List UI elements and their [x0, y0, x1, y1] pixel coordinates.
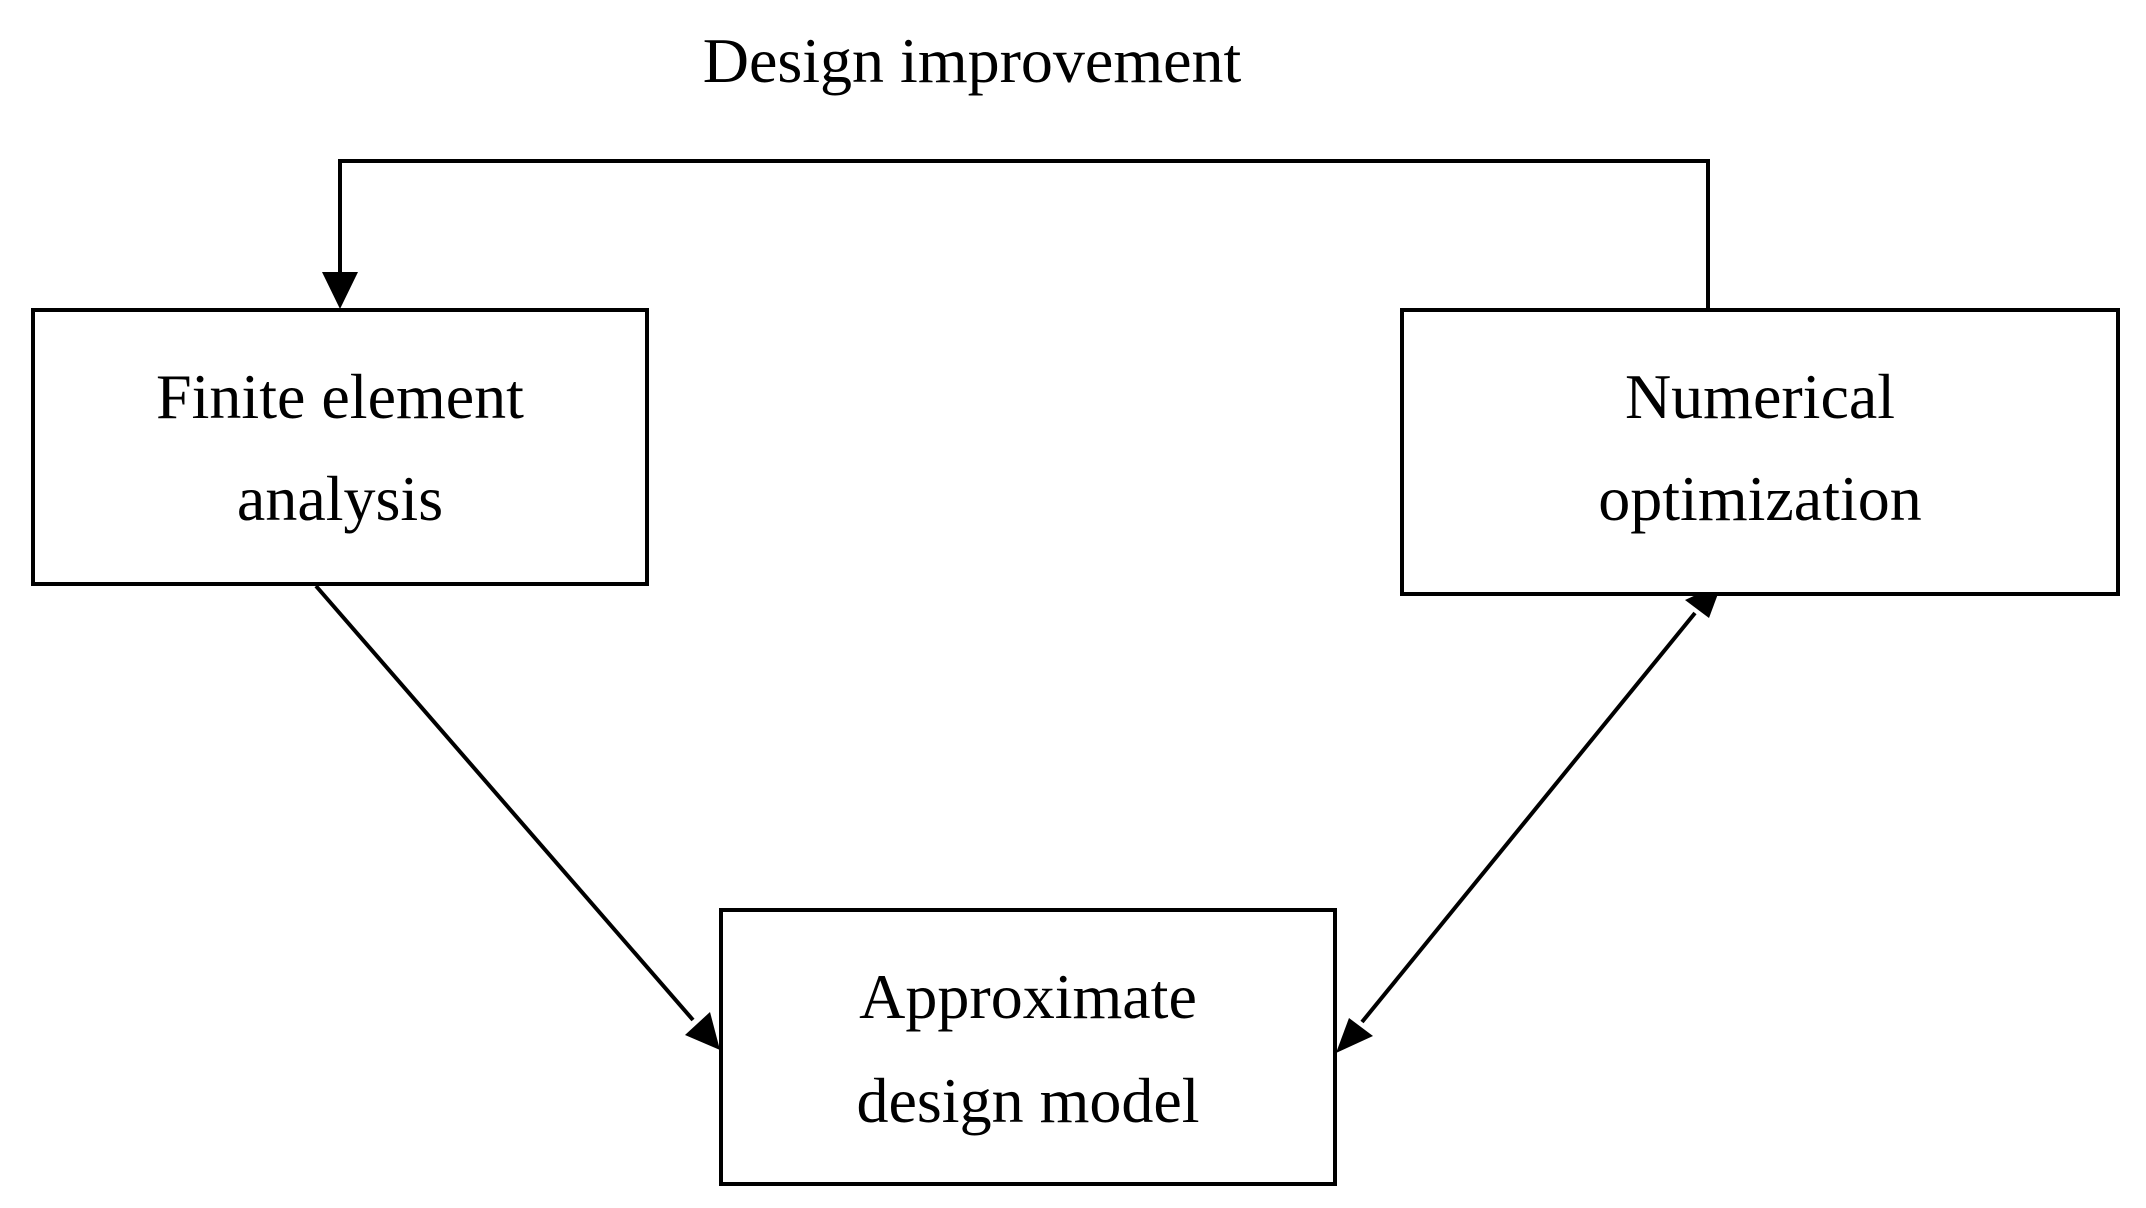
optimization-label-line2: optimization	[1598, 463, 1922, 534]
model-optimization-connector	[1360, 611, 1697, 1024]
design-improvement-connector	[338, 159, 1710, 308]
node-finite-element-analysis: Finite element analysis	[31, 308, 649, 586]
fea-to-model-connector	[314, 584, 695, 1022]
fea-label-line1: Finite element	[156, 361, 524, 432]
node-numerical-optimization: Numerical optimization	[1400, 308, 2120, 596]
approx-model-label-line2: design model	[856, 1065, 1199, 1136]
model-side-arrowhead	[1336, 1018, 1373, 1053]
optimization-label-line1: Numerical	[1625, 361, 1895, 432]
approx-model-label-line1: Approximate	[859, 961, 1197, 1032]
fea-box	[31, 308, 649, 586]
model-incoming-arrowhead	[685, 1012, 720, 1050]
optimization-box	[1400, 308, 2120, 596]
node-approximate-design-model: Approximate design model	[719, 908, 1337, 1186]
fea-incoming-arrowhead	[322, 272, 358, 309]
design-improvement-label: Design improvement	[703, 25, 1242, 96]
fea-label-line2: analysis	[237, 463, 443, 534]
approx-model-box	[719, 908, 1337, 1186]
